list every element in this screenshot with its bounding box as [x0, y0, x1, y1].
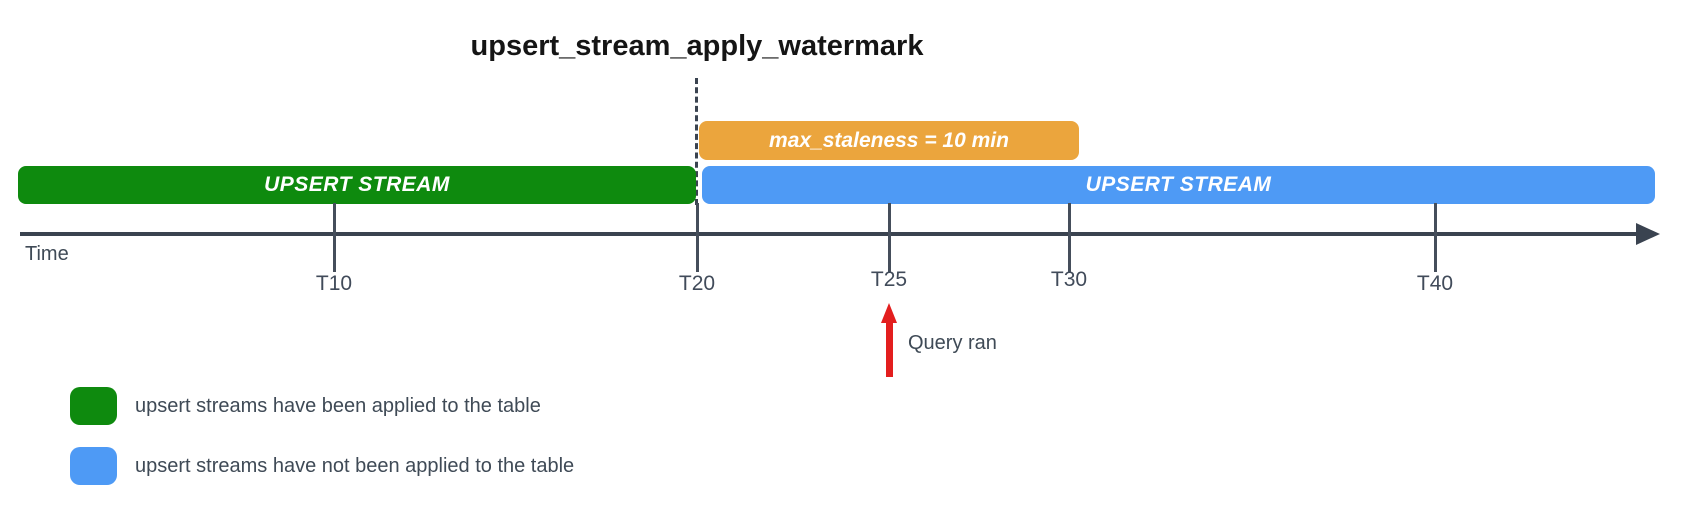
max-staleness-label: max_staleness = 10 min: [769, 128, 1009, 152]
time-axis-line: [20, 232, 1640, 236]
up-arrow-stem: [886, 321, 893, 377]
upsert-stream-applied-bar-label: UPSERT STREAM: [264, 173, 450, 196]
tick-t25: [888, 203, 891, 272]
up-arrow-icon: [881, 303, 897, 323]
tick-label-t40: T40: [1416, 272, 1454, 295]
tick-label-t30: T30: [1050, 268, 1088, 291]
tick-t30: [1068, 203, 1071, 272]
tick-t10: [333, 203, 336, 272]
legend-swatch-not-applied: [70, 447, 117, 485]
watermark-dashed-line: [695, 78, 698, 205]
tick-label-t10: T10: [315, 272, 353, 295]
max-staleness-box: max_staleness = 10 min: [699, 121, 1079, 160]
axis-arrowhead-icon: [1636, 223, 1660, 245]
upsert-stream-not-applied-bar-label: UPSERT STREAM: [1085, 173, 1272, 196]
upsert-stream-not-applied-bar: UPSERT STREAM: [702, 166, 1655, 204]
tick-label-t20: T20: [678, 272, 716, 295]
tick-t20: [696, 203, 699, 272]
tick-label-t25: T25: [870, 268, 908, 291]
upsert-stream-applied-bar: UPSERT STREAM: [18, 166, 696, 204]
query-ran-label: Query ran: [908, 332, 997, 354]
tick-t40: [1434, 203, 1437, 272]
time-axis-label: Time: [25, 243, 69, 265]
legend-label-not-applied: upsert streams have not been applied to …: [135, 455, 575, 477]
legend-swatch-applied: [70, 387, 117, 425]
diagram-title: upsert_stream_apply_watermark: [470, 30, 924, 62]
legend-label-applied: upsert streams have been applied to the …: [135, 395, 541, 417]
